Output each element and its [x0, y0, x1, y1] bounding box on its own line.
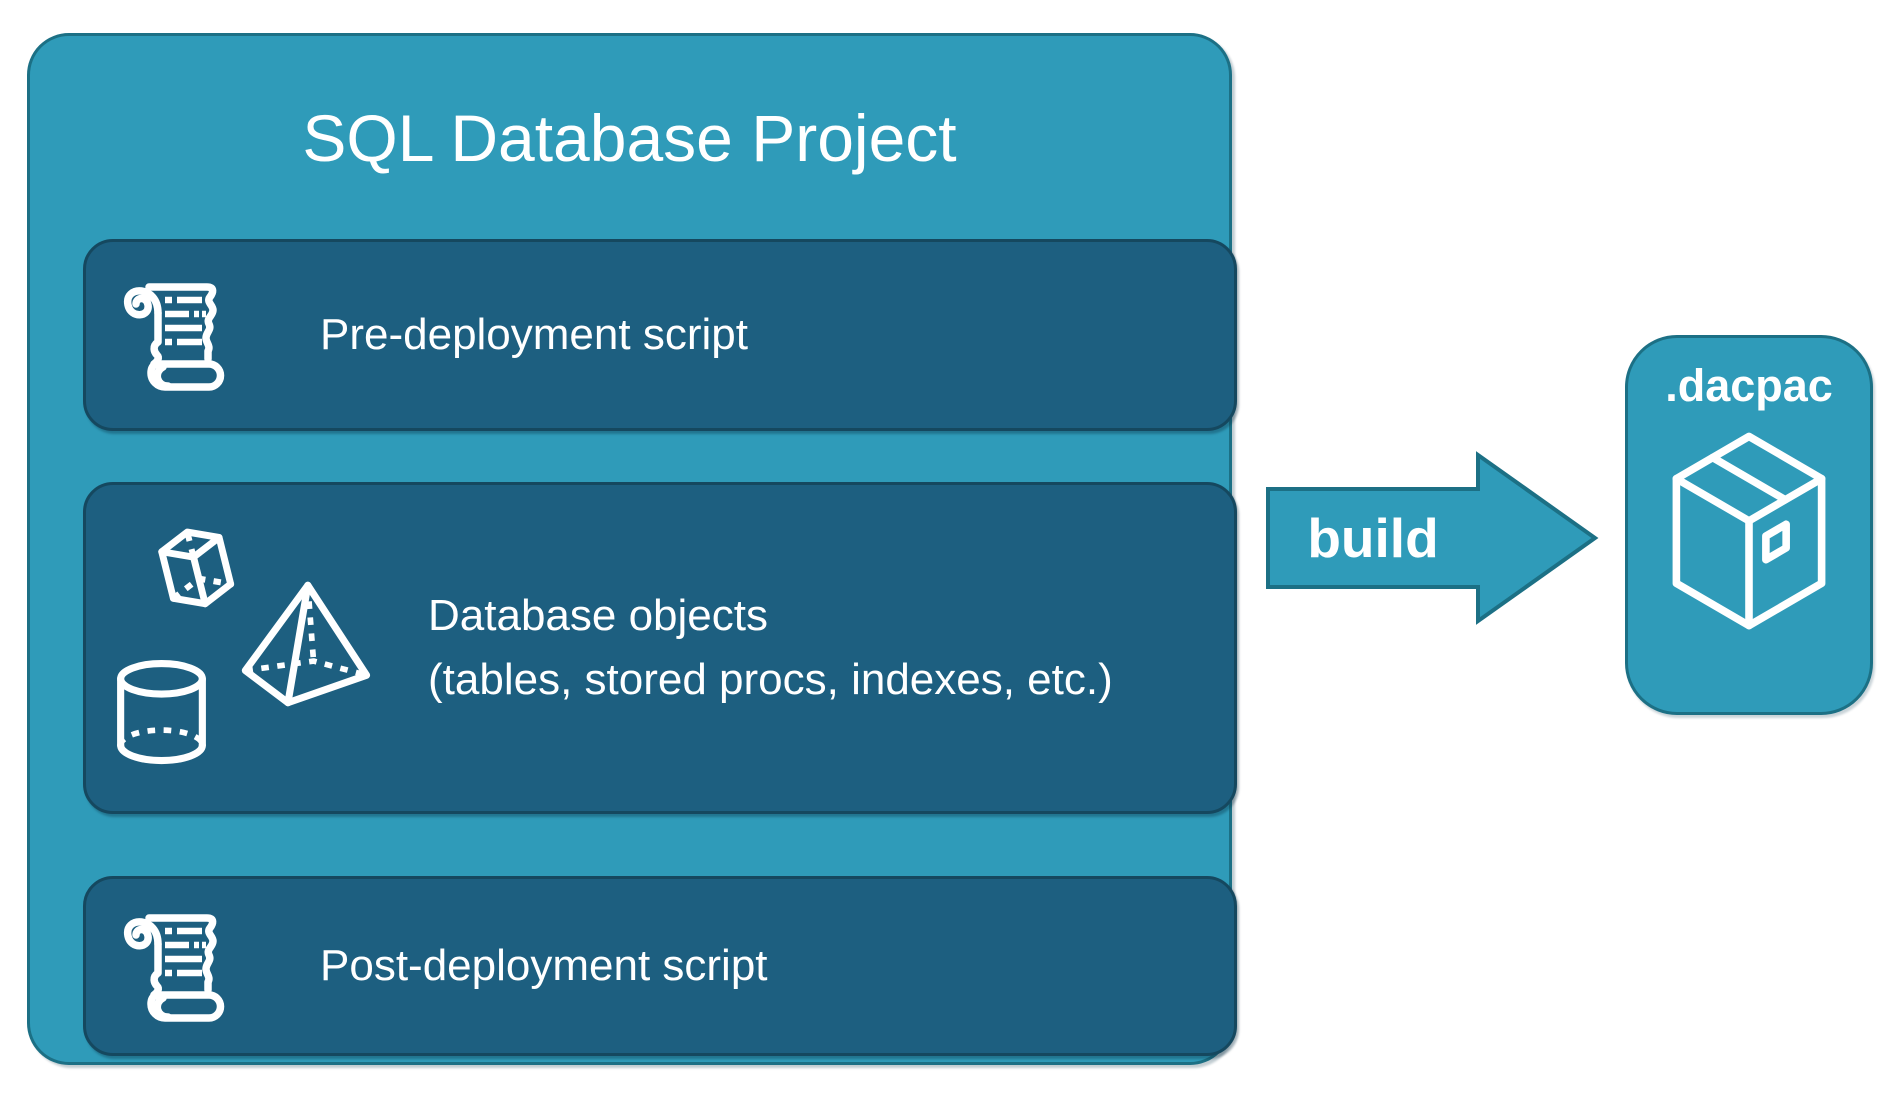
scroll-icon: [124, 283, 225, 391]
build-arrow: [1266, 451, 1599, 625]
pre-deployment-label: Pre-deployment script: [320, 310, 748, 359]
database-objects-line2: (tables, stored procs, indexes, etc.): [428, 655, 1113, 704]
sql-database-project-container: SQL Database Project Pre-deploymen: [27, 33, 1237, 1065]
database-objects-label: Database objects (tables, stored procs, …: [428, 584, 1113, 712]
post-deployment-panel: Post-deployment script: [83, 876, 1237, 1056]
cylinder-icon: [117, 660, 206, 765]
pyramid-icon: [241, 581, 371, 707]
pre-deployment-panel: Pre-deployment script: [83, 239, 1237, 431]
package-icon: [1672, 432, 1826, 630]
database-objects-panel: Database objects (tables, stored procs, …: [83, 482, 1237, 814]
project-title: SQL Database Project: [302, 101, 957, 175]
dacpac-label: .dacpac: [1665, 360, 1833, 411]
post-deployment-label: Post-deployment script: [320, 941, 768, 990]
build-label: build: [1307, 507, 1439, 569]
database-objects-line1: Database objects: [428, 591, 768, 640]
cube-icon: [158, 528, 235, 608]
dacpac-box: .dacpac: [1625, 335, 1873, 715]
arrow-shape: [1266, 451, 1599, 625]
scroll-icon: [124, 914, 225, 1022]
